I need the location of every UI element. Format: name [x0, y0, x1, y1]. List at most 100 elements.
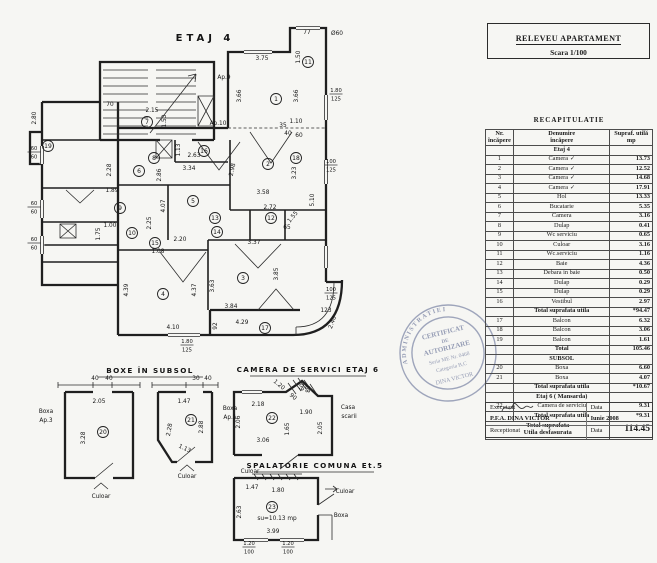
room-number-circle	[148, 152, 160, 164]
dim-label: 1.53	[162, 114, 168, 127]
col-denumire: Denumire încăpere	[512, 129, 611, 146]
dim-label: 3.58	[257, 190, 270, 196]
dim-label: 3.99	[267, 529, 280, 535]
etaj4-outer-walls	[28, 26, 342, 337]
title-underlines	[98, 375, 374, 473]
room-number: 14	[213, 229, 221, 236]
dim-label: 1.65	[285, 422, 291, 435]
dim-label: 60	[31, 201, 38, 207]
dim-label: 60	[31, 210, 38, 216]
col-suprafata: Supraf. utilă mp	[609, 129, 653, 146]
room-number: 16	[200, 148, 208, 155]
room-number: 15	[151, 240, 159, 247]
check-mark: ✓	[568, 183, 575, 191]
dim-label: 60	[31, 146, 38, 152]
dim-label: 35	[279, 123, 287, 129]
dim-label: 1.75	[96, 227, 102, 240]
dim-label: 100	[326, 159, 336, 165]
plan-title-servici: CAMERA DE SERVICI ETAJ 6	[237, 365, 380, 374]
dim-label: 2.18	[252, 402, 265, 408]
dim-label: Boxa	[223, 406, 238, 412]
room-number-circle	[149, 237, 161, 249]
dim-label: 77	[303, 30, 311, 36]
dim-label: Ap.9	[217, 75, 230, 81]
signature-block: Executant Data P.F.A. DINA VICTOR Iunie …	[485, 402, 653, 439]
room-number-circle	[42, 140, 54, 152]
recap-table: Nr. încăpere Denumire încăpere Supraf. u…	[484, 129, 653, 440]
dim-label: 90	[288, 393, 298, 403]
data-label-2: Data	[585, 426, 652, 439]
dim-label: 4.07	[161, 199, 167, 212]
data-value: Iunie 2008	[585, 414, 652, 426]
dim-label: 1.90	[300, 410, 313, 416]
dim-label: 60	[300, 383, 306, 391]
dim-label: 3.85	[274, 267, 280, 280]
dim-label: 100	[244, 550, 254, 556]
room-number-circle	[211, 226, 223, 238]
dim-label: 2.25	[147, 216, 153, 229]
dim-label: 60	[31, 237, 38, 243]
camera-servici-drawing	[232, 377, 334, 470]
sheet-title: RELEVEU APARTAMENT	[515, 34, 622, 45]
balcony-curve-inner	[295, 281, 335, 335]
dim-label: 125	[182, 348, 192, 354]
dim-label: 1.20	[272, 379, 286, 392]
dim-label: Culoar	[92, 494, 111, 500]
room-number-circle	[237, 272, 249, 284]
room-number: 12	[267, 215, 275, 222]
room-number: 5	[191, 198, 195, 205]
boxe-subsol-drawing	[57, 382, 219, 490]
dim-label: 2.05	[93, 399, 106, 405]
dim-label: 2.05	[318, 421, 324, 434]
right-panel: RELEVEU APARTAMENT Scara 1/100 RECAPITUL…	[483, 0, 655, 563]
room-number: 17	[261, 325, 269, 332]
dim-label: 1.47	[178, 399, 191, 405]
room-number-circle	[209, 212, 221, 224]
dim-label: 60	[31, 246, 38, 252]
dim-label: Culoar	[336, 489, 355, 495]
plan-title-boxe: BOXE ÎN SUBSOL	[106, 366, 193, 375]
dim-label: 100	[326, 287, 336, 293]
room-number-circle	[302, 56, 314, 68]
dim-label: 4.10	[167, 325, 180, 331]
dim-label: scarii	[341, 414, 357, 420]
table-row: Etaj 4	[485, 145, 653, 156]
dim-label: 1.80	[181, 339, 193, 345]
room-number-circle	[259, 322, 271, 334]
dim-label: 1.80	[272, 488, 285, 494]
dim-label: 2.63	[188, 153, 201, 159]
stair-treads	[103, 69, 196, 135]
dim-label: 125	[331, 97, 341, 103]
dim-label: 1.13	[177, 444, 192, 455]
check-mark: ✓	[568, 164, 575, 172]
dim-label: 92	[213, 322, 219, 330]
room-number: 9	[118, 205, 122, 212]
dim-label: 2.15	[146, 108, 159, 114]
room-number: 2	[266, 161, 270, 168]
dim-label: 65	[283, 225, 291, 231]
dim-label: 1.00	[104, 223, 117, 229]
dim-label: 60	[295, 133, 303, 139]
room-number: 22	[268, 415, 276, 422]
signature-scribble	[501, 403, 534, 412]
dim-label: 5.10	[310, 193, 316, 206]
dim-label: 3.37	[248, 240, 261, 246]
check-mark: ✓	[568, 155, 575, 163]
dim-label: Casa	[341, 405, 356, 411]
